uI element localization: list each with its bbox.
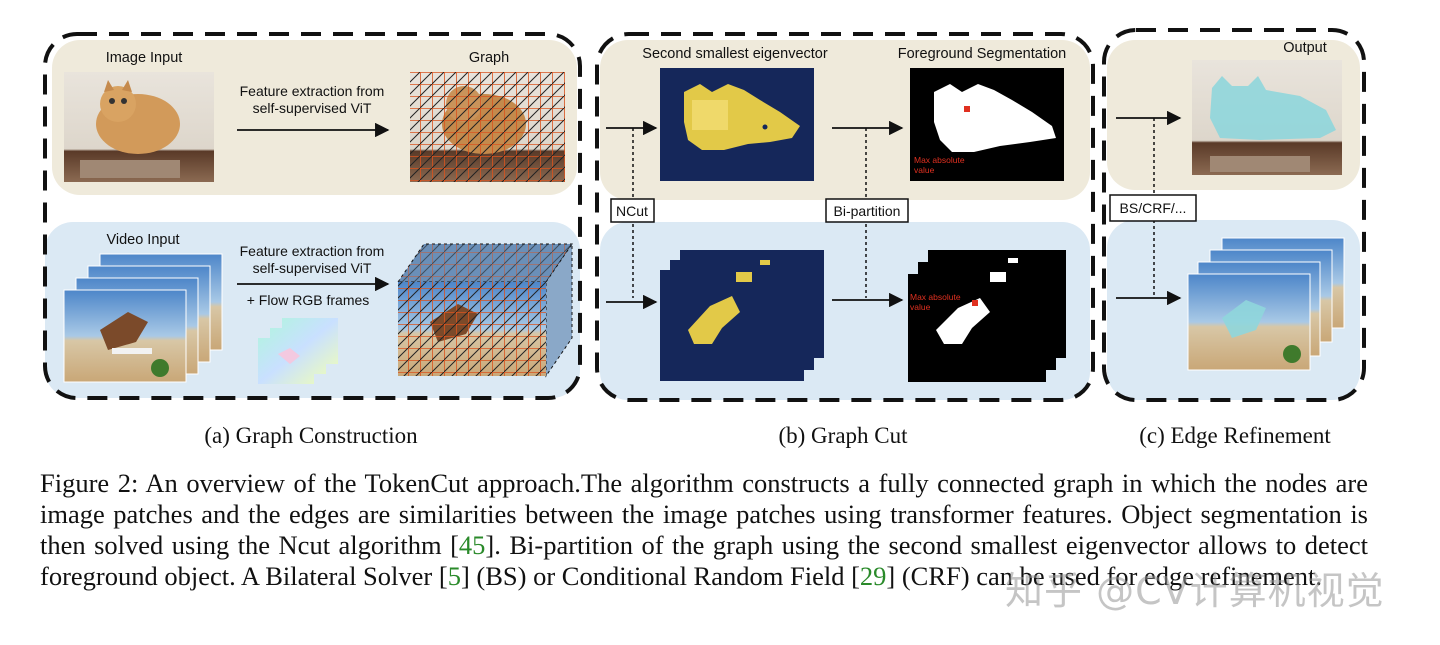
citation-ref-29[interactable]: 29: [859, 561, 887, 591]
video-input-label: Video Input: [106, 232, 179, 248]
figure-caption: Figure 2: An overview of the TokenCut ap…: [40, 468, 1368, 592]
video-feature-text-line2: self-supervised ViT: [253, 260, 372, 276]
bipartition-label: Bi-partition: [834, 203, 901, 219]
panel-edge-refinement: Output BS/CRF/...: [1102, 28, 1366, 402]
subtitle-graph-construction: (a) Graph Construction: [204, 423, 418, 448]
foreground-mask-image: Max absolute value: [910, 68, 1064, 181]
max-abs-text-1-image: Max absolute: [914, 155, 965, 165]
output-video-stack: [1187, 237, 1345, 371]
video-frames: [63, 253, 223, 383]
watermark-text: 知乎 @CV计算机视觉: [1005, 569, 1385, 613]
segmentation-label: Foreground Segmentation: [898, 46, 1066, 62]
panel-graph-construction: Image Input Graph Feature extraction fro…: [43, 32, 582, 400]
refine-label: BS/CRF/...: [1120, 200, 1187, 216]
subtitle-graph-cut: (b) Graph Cut: [778, 423, 908, 448]
subtitle-edge-refinement: (c) Edge Refinement: [1139, 423, 1331, 448]
citation-ref-45[interactable]: 45: [458, 530, 486, 560]
flow-frames-label: + Flow RGB frames: [247, 292, 370, 308]
output-label: Output: [1283, 40, 1327, 56]
caption-text-3: ] (BS) or Conditional Random Field [: [460, 561, 860, 591]
panel-a-dashed-border: [43, 32, 582, 400]
panel-c-dashed-border: [1102, 28, 1366, 402]
panel-graph-cut: Second smallest eigenvector Foreground S…: [595, 32, 1095, 402]
video-eigenvector-stack: [660, 250, 824, 381]
bipartition-box: [825, 198, 909, 223]
flow-frames: [258, 318, 338, 384]
max-abs-text-2-video: value: [910, 302, 931, 312]
refine-box: [1109, 194, 1197, 222]
image-input-label: Image Input: [106, 50, 183, 66]
graph-image: [410, 72, 565, 182]
output-cat-image: [1192, 60, 1342, 175]
caption-text-4: ] (CRF) can be used for edge refinement.: [886, 561, 1323, 591]
feature-text-line1: Feature extraction from: [240, 83, 385, 99]
ncut-box: [610, 198, 655, 223]
caption-text-1: Figure 2: An overview of the TokenCut ap…: [40, 468, 1368, 560]
tokencut-diagram: Image Input Graph Feature extraction fro…: [43, 28, 1366, 448]
feature-text-line2: self-supervised ViT: [253, 100, 372, 116]
max-abs-text-2-image: value: [914, 165, 935, 175]
eigenvector-label: Second smallest eigenvector: [642, 46, 828, 62]
cat-input-image: [64, 72, 214, 182]
video-feature-text-line1: Feature extraction from: [240, 243, 385, 259]
video-mask-stack: Max absolute value: [908, 250, 1066, 382]
max-abs-text-1-video: Max absolute: [910, 292, 961, 302]
ncut-label: NCut: [616, 203, 648, 219]
caption-text-2: ]. Bi-partition of the graph using the s…: [40, 530, 1368, 591]
video-graph-stack: [397, 242, 573, 378]
citation-ref-5[interactable]: 5: [447, 561, 461, 591]
eigenvector-image: [660, 68, 814, 181]
graph-label: Graph: [469, 50, 509, 66]
